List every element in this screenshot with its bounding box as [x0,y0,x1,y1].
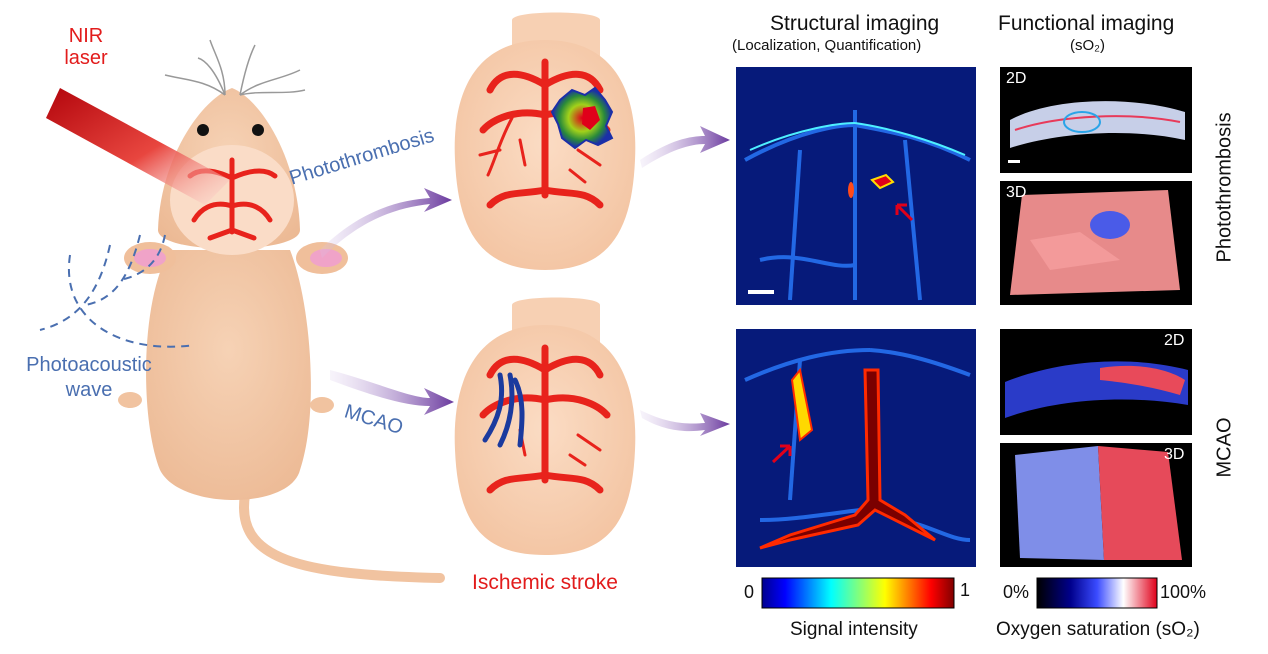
structural-panel-photothrombosis [736,67,976,305]
saturation-colorbar-min: 0% [1003,582,1030,602]
arrow-to-structural-bottom [640,410,730,436]
structural-imaging-title: Structural imaging [770,12,940,35]
mouse-eye-left [197,124,209,136]
functional-panel-mcao-3d [1000,443,1192,567]
arrow-to-mcao-brain [330,370,454,415]
brain-photothrombosis [454,12,636,270]
red-arrow-marker-2 [771,444,792,464]
mouse-tail [239,490,445,583]
functional-imaging-title: Functional imaging [998,12,1175,35]
row-label-photothrombosis: Photothrombosis [1213,112,1236,263]
functional-panel-photothrombosis-3d [1000,181,1192,305]
photoacoustic-wave-label: Photoacoustic wave [14,354,164,401]
photoacoustic-wave-icon [39,234,196,348]
signal-colorbar-min: 0 [744,582,755,602]
saturation-colorbar-label: Oxygen saturation (sO₂) [996,619,1200,640]
ischemic-stroke-label: Ischemic stroke [472,571,618,594]
functional-panel-mcao-2d [1000,329,1192,435]
nir-laser-beam [46,88,230,205]
signal-colorbar-label: Signal intensity [790,619,918,640]
red-arrow-marker [895,203,914,222]
photoacoustic-line1: Photoacoustic [26,354,152,376]
nir-laser-line2: laser [64,47,108,69]
tag-2d-photothrombosis: 2D [1006,70,1027,87]
structural-imaging-subtitle: (Localization, Quantification) [732,37,922,54]
saturation-colorbar-max: 100% [1160,582,1207,602]
tag-2d-mcao: 2D [1164,332,1185,349]
mouse-eye-right [252,124,264,136]
occluded-artery [482,372,525,448]
signal-intensity-colorbar [761,577,955,609]
signal-colorbar-max: 1 [960,580,971,600]
nir-laser-label: NIR laser [56,25,116,69]
mouse-whiskers [164,39,306,96]
tag-3d-photothrombosis: 3D [1006,184,1027,201]
structural-panel-mcao [736,329,976,567]
arrow-to-structural-top [640,126,730,168]
clot-lesion [550,86,614,150]
functional-panel-photothrombosis-2d [1000,67,1192,173]
mouse-body [146,250,311,500]
oxygen-saturation-colorbar [1036,577,1158,609]
brain-mcao [454,297,636,555]
arrow-to-photothrombosis-brain [320,188,452,258]
nir-laser-line1: NIR [68,25,104,47]
tag-3d-mcao: 3D [1164,446,1185,463]
photoacoustic-line2: wave [65,379,113,401]
mouse-illustration [118,39,445,583]
row-label-mcao: MCAO [1213,417,1236,478]
functional-imaging-subtitle: (sO₂) [1070,37,1105,54]
